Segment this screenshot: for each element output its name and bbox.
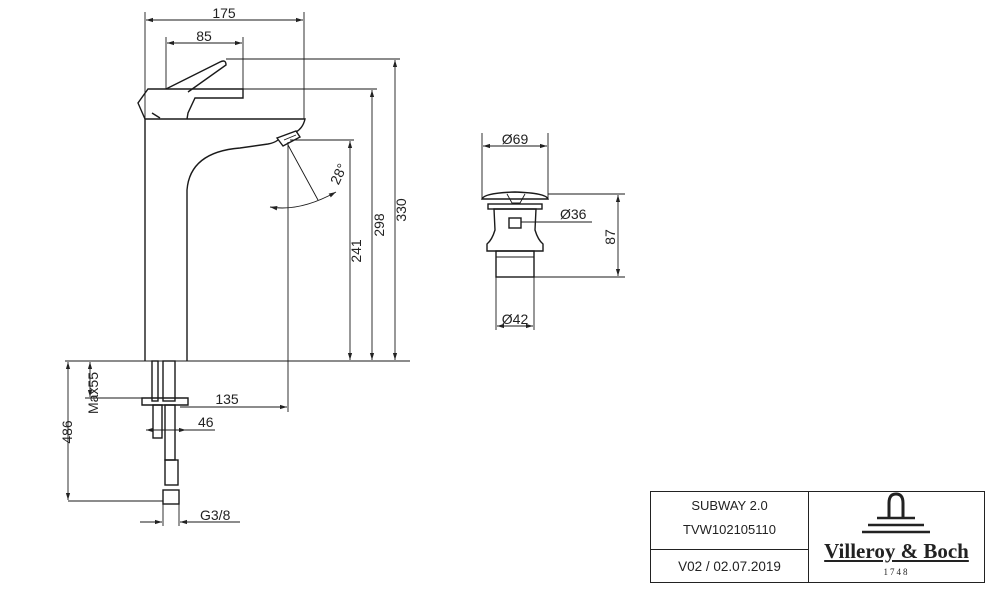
dim-175: 175	[212, 5, 236, 21]
dim-g38: G3/8	[200, 507, 231, 523]
product-name: SUBWAY 2.0	[691, 498, 768, 513]
dim-87: 87	[602, 229, 618, 245]
drain-outline	[481, 191, 549, 278]
dim-135: 135	[215, 391, 239, 407]
brand-year: 1748	[883, 567, 910, 577]
dim-46: 46	[198, 414, 214, 430]
dim-d36: Ø36	[560, 206, 587, 222]
brand-name: Villeroy & Boch	[824, 539, 969, 563]
dim-241: 241	[348, 239, 364, 263]
dimension-lines	[65, 12, 400, 526]
brand-logo-icon	[862, 492, 930, 534]
drain-dimension-lines	[481, 133, 625, 330]
version-date: V02 / 02.07.2019	[678, 559, 781, 574]
dim-85: 85	[196, 28, 212, 44]
dim-max55: Max55	[85, 372, 101, 414]
faucet-shank	[141, 360, 189, 505]
dim-angle-28: 28°	[327, 161, 350, 187]
faucet-outline	[137, 60, 306, 361]
title-block: SUBWAY 2.0 TVW102105110 V02 / 02.07.2019…	[650, 491, 985, 583]
dim-298: 298	[371, 213, 387, 237]
dim-486: 486	[59, 420, 75, 444]
article-number: TVW102105110	[683, 522, 776, 537]
dim-d42: Ø42	[502, 311, 529, 327]
dim-d69: Ø69	[502, 131, 529, 147]
dim-330: 330	[393, 198, 409, 222]
